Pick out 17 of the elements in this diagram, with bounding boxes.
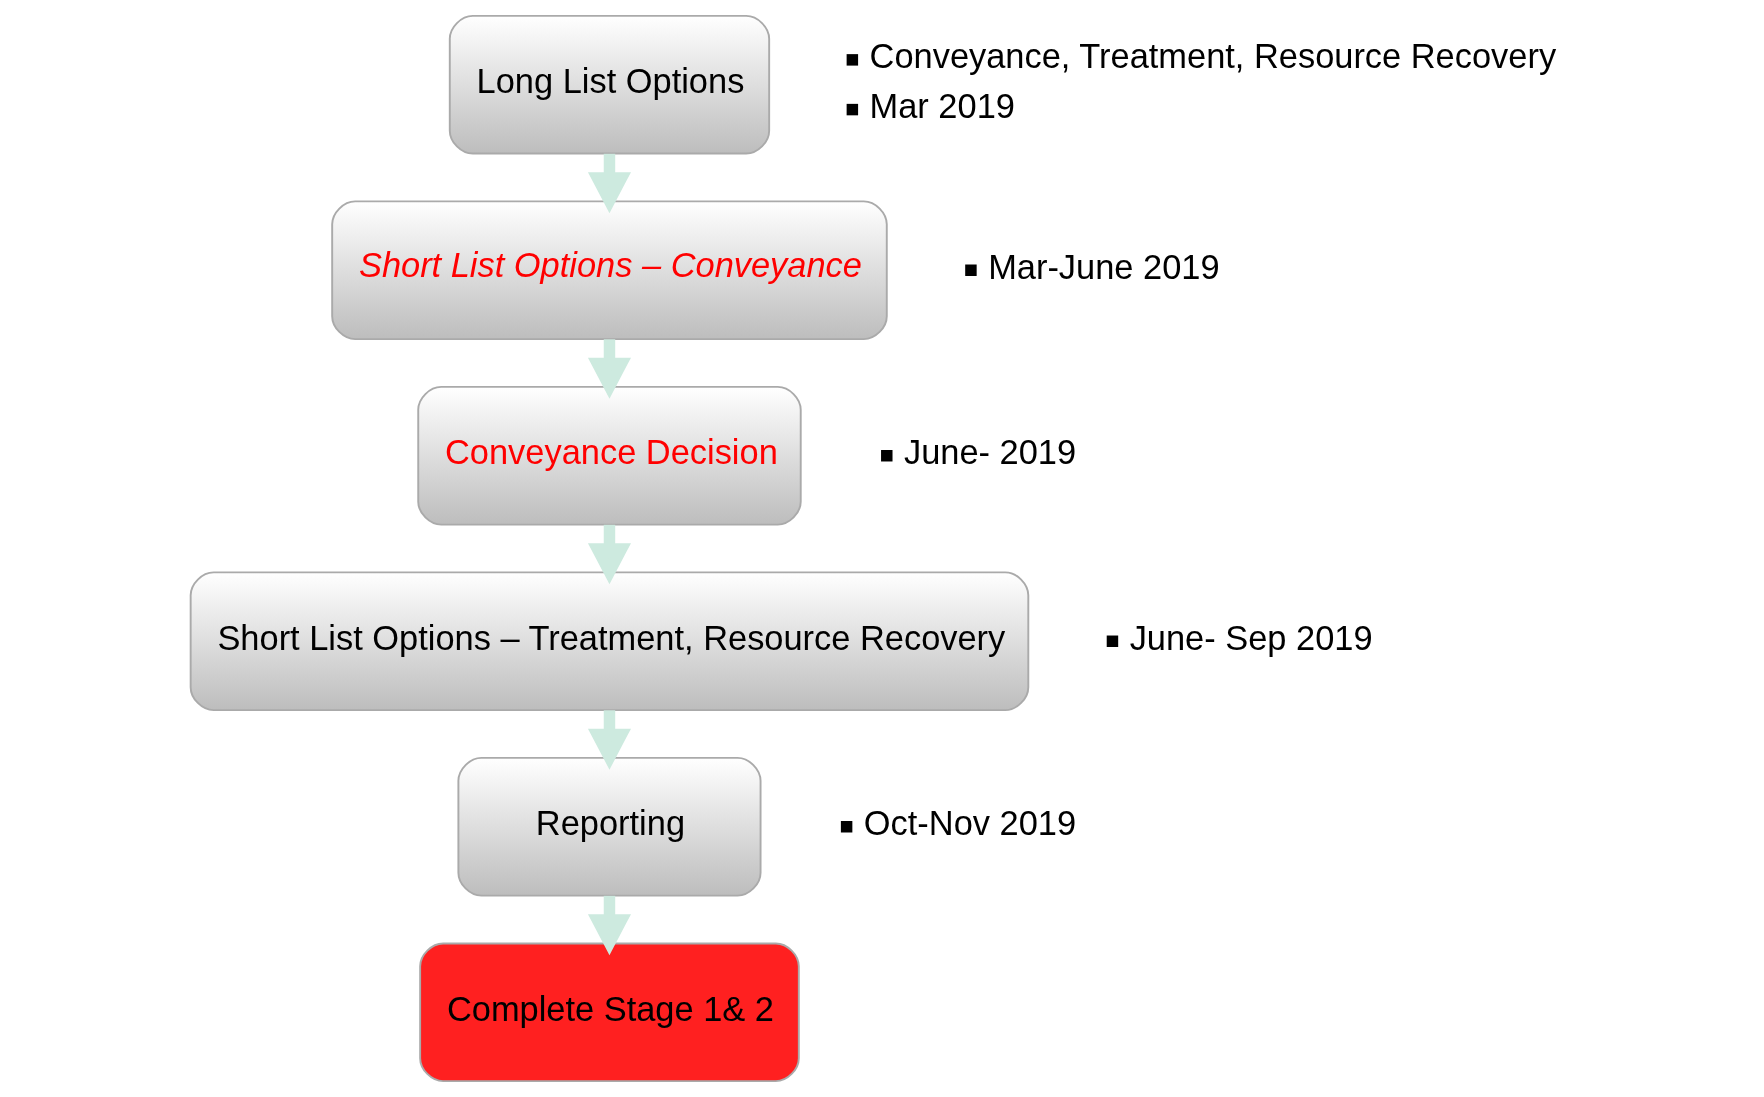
arrow <box>587 895 631 956</box>
node-box: Short List Options – Treatment, Resource Recovery <box>189 571 1030 712</box>
node-box: Conveyance Decision <box>417 385 802 526</box>
arrow <box>587 524 631 585</box>
arrow <box>587 710 631 770</box>
node-label: Mar-June 2019 <box>988 247 1220 286</box>
node-box: Long List Options <box>448 14 771 155</box>
node-label: June- 2019 <box>903 433 1077 472</box>
node-box: Complete Stage 1& 2 <box>419 942 800 1083</box>
node-label: Mar 2019 <box>869 87 1015 126</box>
arrow <box>587 339 631 399</box>
node-label: June- Sep 2019 <box>1129 618 1373 657</box>
node-box: Short List Options – Conveyance <box>331 200 888 341</box>
node-box: Reporting <box>457 756 762 897</box>
node-label: Oct-Nov 2019 <box>863 804 1077 843</box>
node-label: Conveyance, Treatment, Resource Recovery <box>869 37 1557 76</box>
arrow <box>587 153 631 214</box>
